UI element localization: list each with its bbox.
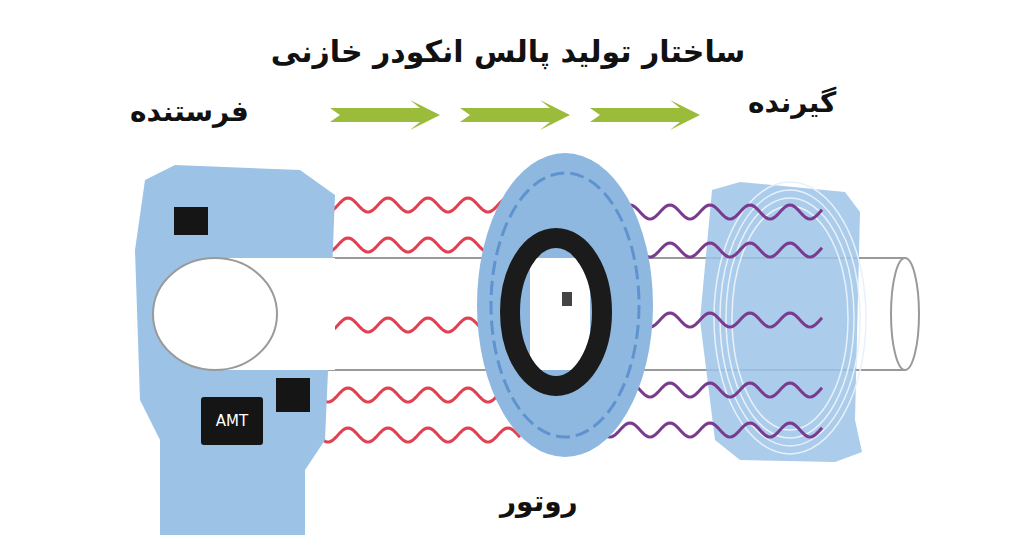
part-label: فرستنده <box>130 95 249 128</box>
receiver-ring <box>732 206 848 430</box>
rotor <box>477 153 653 457</box>
wave-line <box>318 428 520 442</box>
wave-line <box>318 198 520 212</box>
transmitter-board <box>135 165 335 535</box>
part-label: روتور <box>500 485 578 518</box>
direction-arrows <box>330 100 700 130</box>
wave-line <box>318 388 520 402</box>
receiver-disk <box>700 182 866 462</box>
chip-label: AMT <box>216 412 248 430</box>
receiver-ring <box>714 182 866 454</box>
chip-package: AMT <box>201 397 263 445</box>
wave-line <box>600 423 822 437</box>
part-label: گیرنده <box>748 86 836 119</box>
receiver-ring <box>726 198 854 438</box>
diagram-title: ساختار تولید پالس انکودر خازنی <box>0 34 1016 69</box>
